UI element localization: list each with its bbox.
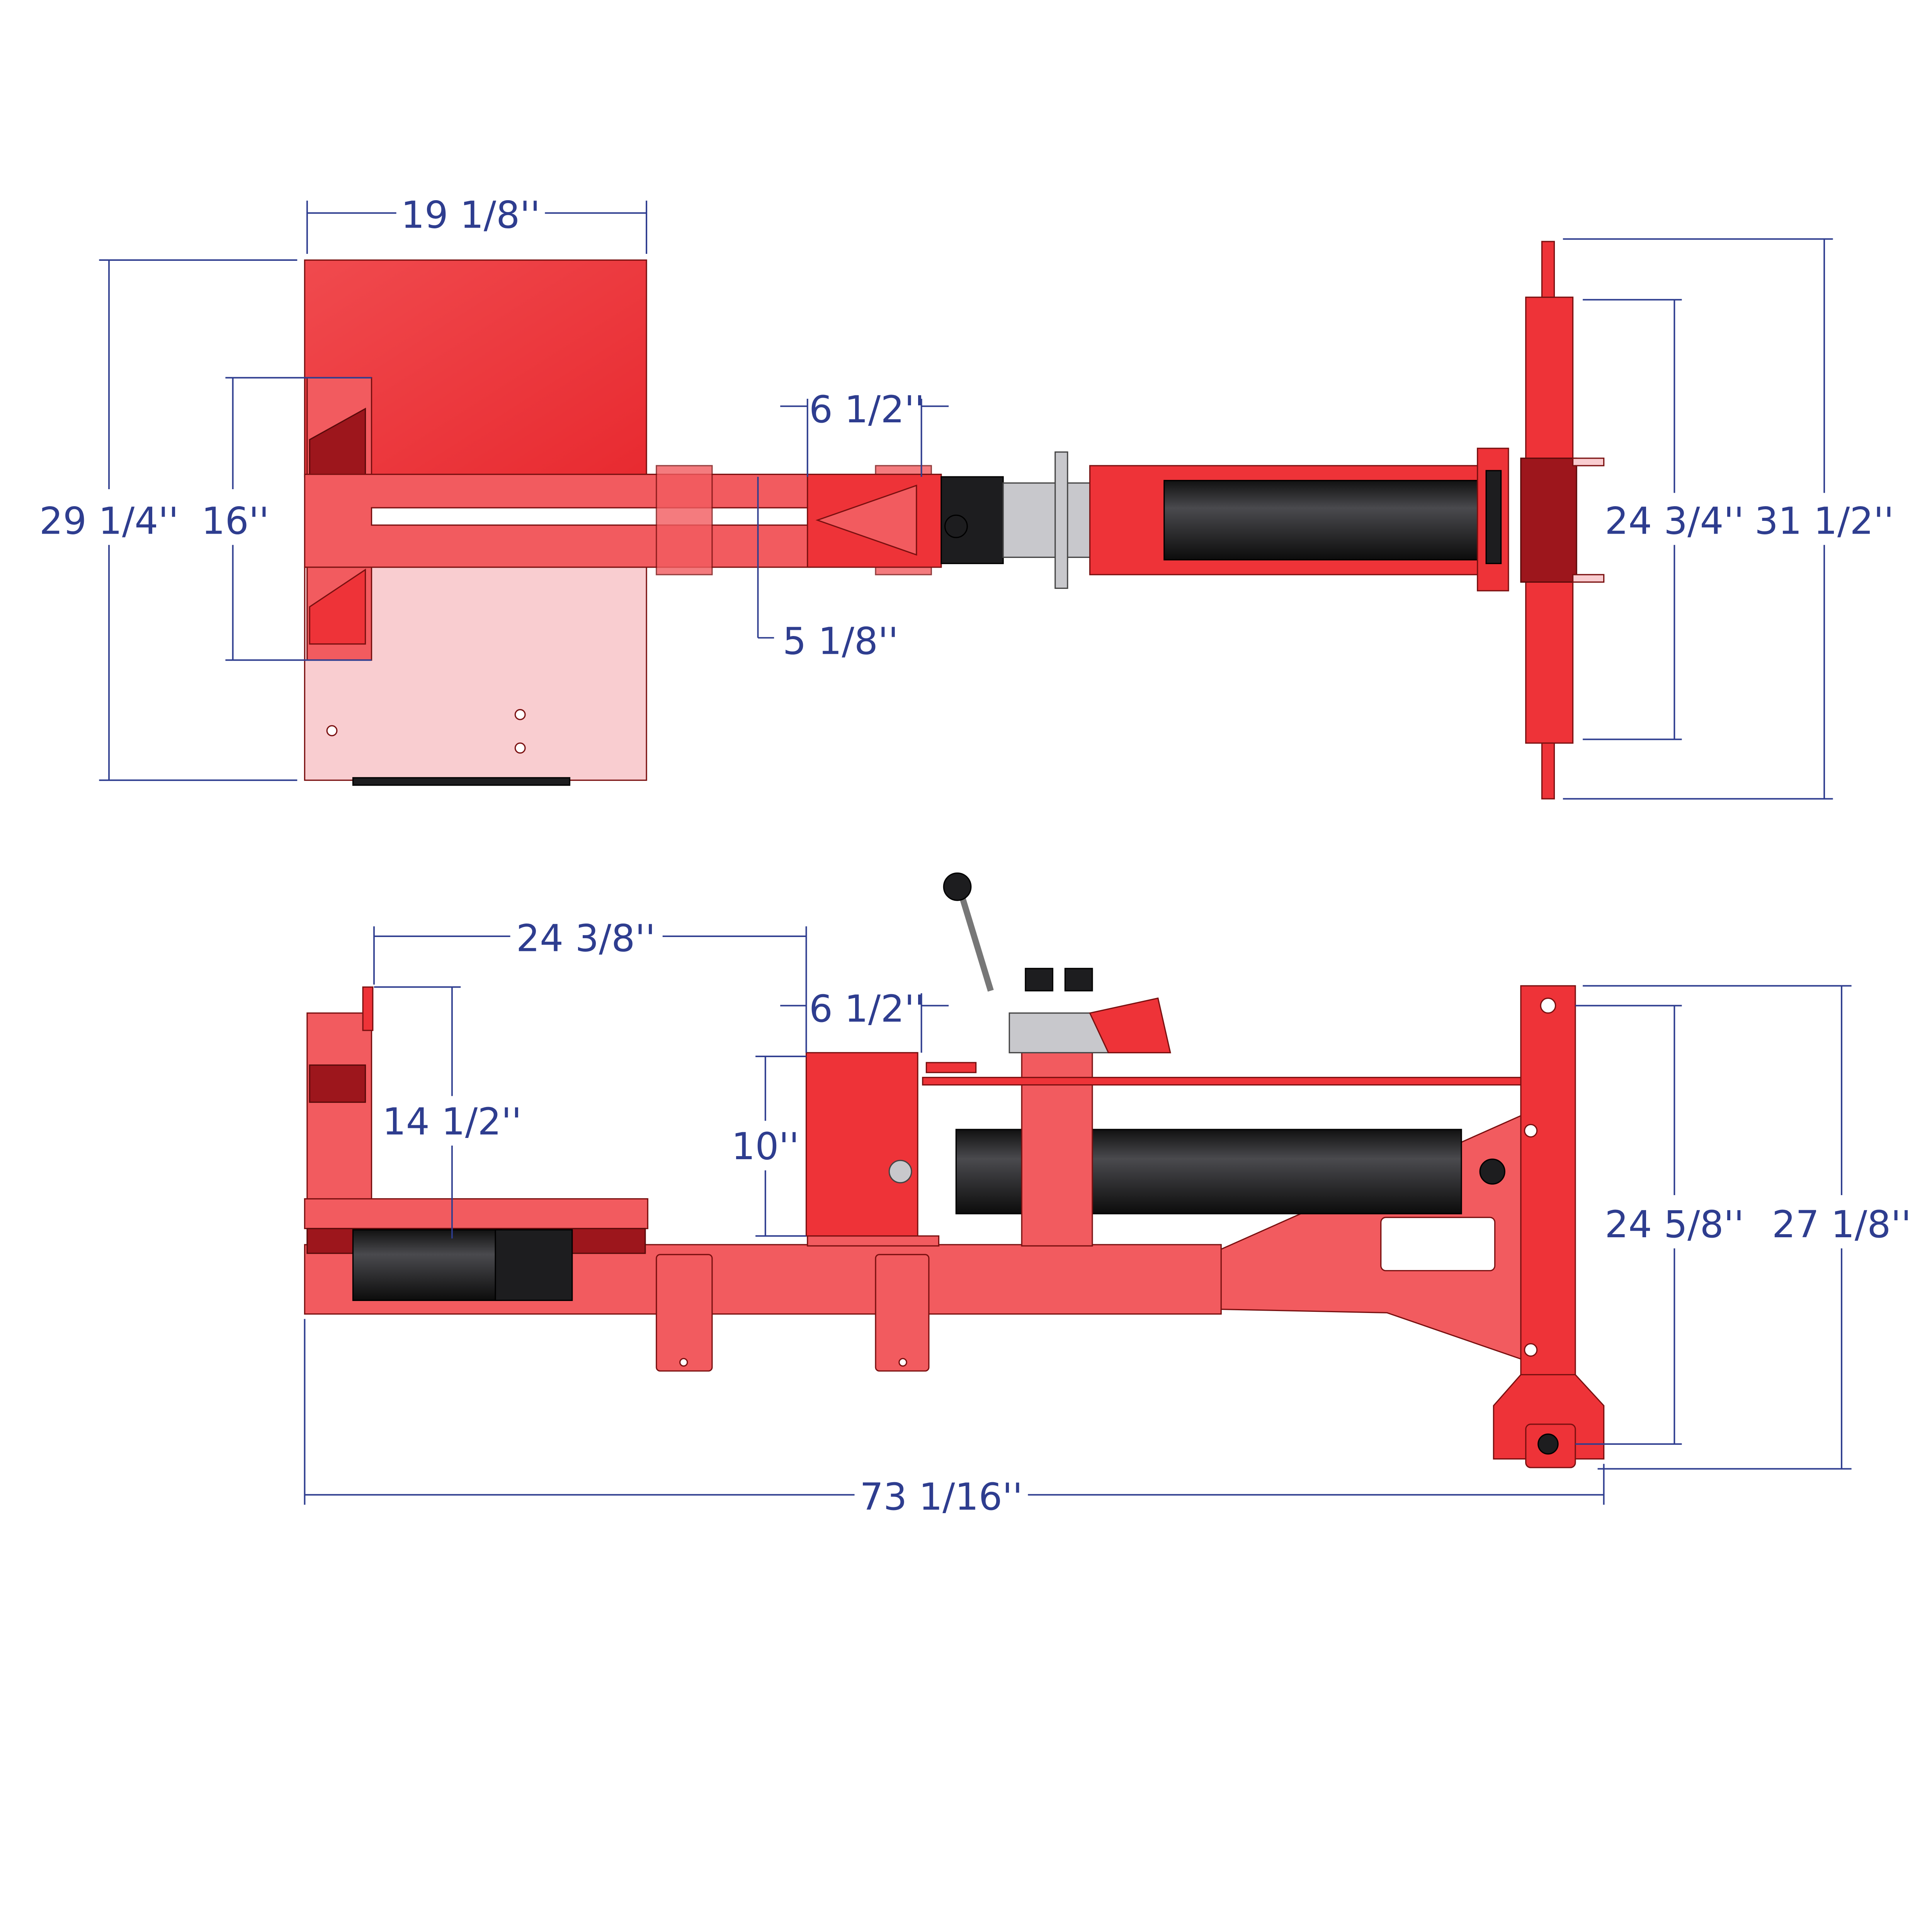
mount-post xyxy=(1520,985,1576,1376)
dim-wedge-length-side: 6 1/2'' xyxy=(809,987,925,1031)
beam-slot xyxy=(371,507,812,526)
side-dimensions: 24 3/8'' 6 1/2'' 14 1/2'' 10'' 24 5/8'' … xyxy=(304,917,1911,1519)
dim-wedge-height: 10'' xyxy=(731,1125,799,1168)
dim-tray-depth: 16'' xyxy=(201,499,269,543)
backplate-top xyxy=(362,986,374,1031)
lever-knob xyxy=(944,514,968,538)
wedge-base xyxy=(807,1235,940,1247)
dim-mount-inner: 24 5/8'' xyxy=(1605,1203,1744,1246)
cylinder-eye xyxy=(888,1160,912,1184)
post-hole xyxy=(1540,997,1556,1014)
hitch-pin-top xyxy=(1541,241,1555,298)
valve-fitting xyxy=(1064,968,1093,992)
hopper-skid xyxy=(352,777,570,786)
dim-overall-depth: 29 1/4'' xyxy=(39,499,179,543)
dim-hitch-inner: 24 3/4'' xyxy=(1605,499,1744,543)
leg xyxy=(875,1254,930,1372)
control-valve xyxy=(1009,1012,1109,1053)
dim-mount-outer: 27 1/8'' xyxy=(1772,1203,1911,1246)
motor-end xyxy=(495,1229,573,1301)
valve-guard xyxy=(1089,997,1171,1053)
top-view xyxy=(304,241,1605,799)
post-bolt xyxy=(1524,1343,1538,1357)
cylinder-pin xyxy=(1485,470,1502,564)
backplate xyxy=(306,1012,372,1200)
cylinder-pivot xyxy=(1479,1158,1505,1185)
technical-drawing: 19 1/8'' 29 1/4'' 16'' 6 1/2'' 5 1/8'' 2… xyxy=(39,194,1911,1519)
bolt-hole xyxy=(514,709,526,720)
hitch-plate xyxy=(1520,457,1577,583)
control-lever xyxy=(957,888,994,992)
dim-backplate-height: 14 1/2'' xyxy=(383,1100,522,1143)
bolt-hole xyxy=(514,742,526,754)
bolt-hole xyxy=(326,725,338,736)
wedge-block xyxy=(805,1052,918,1237)
tray xyxy=(304,1198,648,1230)
mount-foot xyxy=(1493,1374,1605,1460)
top-dimensions: 19 1/8'' 29 1/4'' 16'' 6 1/2'' 5 1/8'' 2… xyxy=(39,194,1894,800)
hitch-tab xyxy=(1572,457,1605,466)
dim-hopper-width: 19 1/8'' xyxy=(401,194,540,237)
dim-overall-length: 73 1/16'' xyxy=(860,1475,1023,1519)
hitch-pin-bottom xyxy=(1541,742,1555,799)
dim-log-length: 24 3/8'' xyxy=(516,917,655,960)
dim-beam-width: 5 1/8'' xyxy=(783,619,898,663)
wedge xyxy=(815,485,917,556)
post-bolt xyxy=(1524,1124,1538,1138)
hitch-tab xyxy=(1572,574,1605,583)
backplate-band xyxy=(309,1064,366,1103)
gusset-slot xyxy=(1380,1217,1496,1272)
hydraulic-cylinder xyxy=(1163,480,1481,561)
valve-fitting xyxy=(1025,968,1053,992)
foot-pin xyxy=(1537,1433,1559,1455)
tie-rod xyxy=(922,1077,1524,1086)
leg xyxy=(656,1254,713,1372)
lever-knob xyxy=(943,872,972,901)
tray-gusset xyxy=(309,568,366,645)
leg-hole xyxy=(679,1358,688,1367)
side-view xyxy=(304,872,1605,1468)
lever-linkage xyxy=(925,1062,977,1073)
dim-wedge-length-top: 6 1/2'' xyxy=(809,388,925,431)
leg-hole xyxy=(898,1358,907,1367)
leg-pad xyxy=(656,465,713,575)
valve-spool xyxy=(1054,451,1068,589)
motor xyxy=(352,1229,502,1301)
dim-hitch-outer: 31 1/2'' xyxy=(1755,499,1894,543)
